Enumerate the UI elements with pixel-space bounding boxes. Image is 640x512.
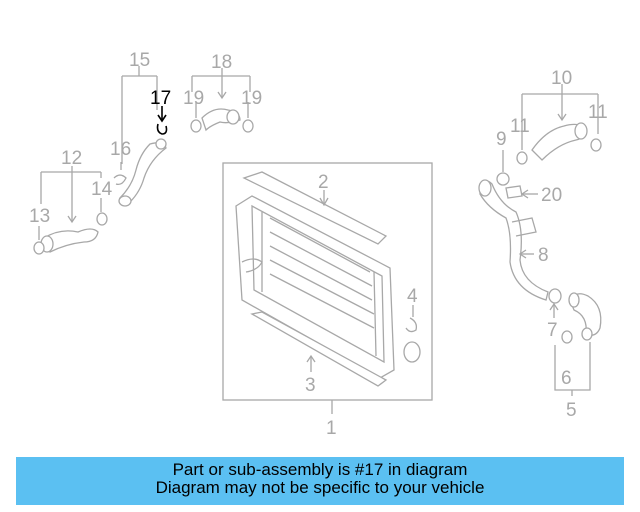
hose-group-18 xyxy=(190,68,254,133)
callout-11-left: 11 xyxy=(510,116,530,137)
callout-10: 10 xyxy=(551,68,572,89)
callout-14: 14 xyxy=(91,179,113,200)
callout-5: 5 xyxy=(566,400,577,421)
callout-6: 6 xyxy=(561,368,572,389)
pipe-group-8 xyxy=(478,179,602,396)
callout-19-right: 19 xyxy=(241,88,262,109)
top-seal-strip xyxy=(242,171,388,245)
clamp-7-upper xyxy=(548,288,562,304)
assembly-box xyxy=(222,162,433,401)
banner-line-part: Part or sub-assembly is #17 in diagram xyxy=(172,460,468,479)
callout-11-right: 11 xyxy=(588,102,608,123)
callout-12: 12 xyxy=(61,148,82,169)
callout-1: 1 xyxy=(326,418,337,439)
callout-20: 20 xyxy=(541,185,562,206)
hose-group-12 xyxy=(33,166,108,255)
outlet-neck xyxy=(403,341,421,363)
hose-group-10 xyxy=(496,84,602,186)
clamp-9 xyxy=(496,172,510,186)
clamp-11-left xyxy=(516,151,528,165)
callout-4: 4 xyxy=(407,286,418,307)
callout-9: 9 xyxy=(496,129,507,150)
callout-2: 2 xyxy=(318,172,329,193)
callout-19-left: 19 xyxy=(183,88,204,109)
pipe-8 xyxy=(479,180,549,301)
clip-17-highlighted xyxy=(156,123,168,135)
bottom-seal-strip xyxy=(250,311,388,387)
clamp-6-right xyxy=(581,327,593,341)
bracket-20 xyxy=(505,185,523,199)
callout-15: 15 xyxy=(129,50,150,71)
callout-8: 8 xyxy=(538,245,549,266)
clamp-6-left xyxy=(561,330,573,344)
clip-16 xyxy=(113,174,127,186)
clamp-14 xyxy=(96,212,108,226)
callout-16: 16 xyxy=(110,139,131,160)
callout-7: 7 xyxy=(547,320,558,341)
clamp-13 xyxy=(33,241,45,255)
radiator-assembly xyxy=(222,162,433,414)
banner-line-disclaimer: Diagram may not be specific to your vehi… xyxy=(155,478,485,497)
radiator-core xyxy=(235,195,395,379)
callout-3: 3 xyxy=(305,375,316,396)
clip-4 xyxy=(405,317,418,333)
clamp-11-right xyxy=(590,138,602,152)
clamp-19-right xyxy=(242,119,254,133)
hose-12 xyxy=(43,228,99,253)
callout-17: 17 xyxy=(150,88,171,109)
info-banner: Part or sub-assembly is #17 in diagram D… xyxy=(16,457,624,505)
hose-group-15 xyxy=(113,66,168,207)
clamp-19-left xyxy=(190,119,202,133)
callout-13: 13 xyxy=(29,206,50,227)
callout-18: 18 xyxy=(211,52,232,73)
